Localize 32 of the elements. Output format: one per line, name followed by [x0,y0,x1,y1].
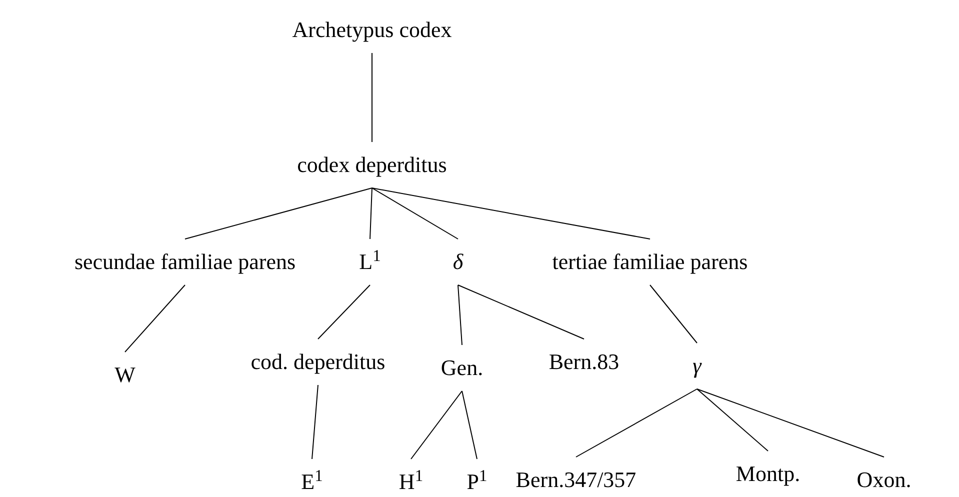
connector-line [696,388,884,458]
connector-line [312,384,318,460]
connector-line [372,188,650,240]
manuscript-label: W [112,352,138,398]
manuscript-label: tertiae familiae parens [550,239,750,285]
connector-line [124,284,186,352]
manuscript-label: Montp. [734,451,802,497]
connector-line [370,188,372,240]
manuscript-label: γ [690,343,704,389]
manuscript-label: codex deperditus [295,142,449,188]
connector-line [372,188,458,240]
manuscript-label: Gen. [438,345,486,391]
manuscript-label: L$^{1}$ [357,239,383,285]
manuscript-label: Bern.347/357 [514,457,638,497]
connector-line [410,390,462,460]
connector-line [462,390,478,460]
manuscript-label: E$^{1}$ [299,459,325,497]
manuscript-label: secundae familiae parens [72,239,298,285]
connector-line [458,284,462,346]
manuscript-label: Oxon. [854,457,914,497]
connector-line [650,284,698,344]
manuscript-label: H$^{1}$ [396,459,426,497]
connector-line [184,188,372,240]
manuscript-label: Bern.83 [546,339,622,385]
manuscript-label: δ [450,239,466,285]
connector-line [458,284,584,340]
connector-line [696,388,768,452]
connector-line [576,388,698,458]
connector-line [318,284,370,340]
manuscript-label: P$^{1}$ [464,459,490,497]
manuscript-label: Archetypus codex [290,7,454,53]
manuscript-label: cod. deperditus [248,339,388,385]
